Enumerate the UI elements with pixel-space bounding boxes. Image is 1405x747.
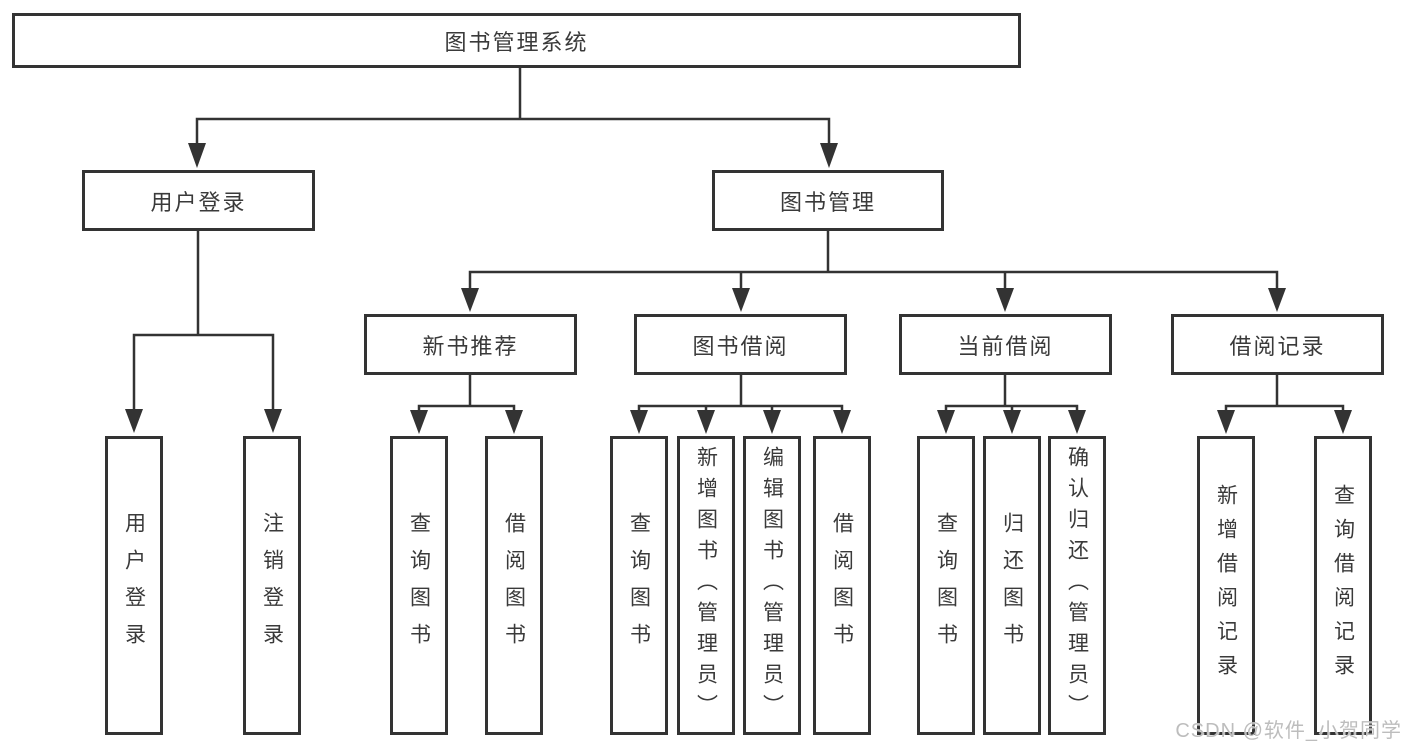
leaf-borrow-books: 借阅图书 xyxy=(813,436,871,735)
node-current-borrow-label: 当前借阅 xyxy=(957,333,1054,359)
node-new-book-recommend-label: 新书推荐 xyxy=(422,333,519,359)
leaf-edit-book-admin-label: 编辑图书（管理员） xyxy=(760,446,784,725)
leaf-confirm-return-admin: 确认归还（管理员） xyxy=(1048,436,1106,735)
leaf-user-login-label: 用户登录 xyxy=(122,511,146,660)
node-library-system-label: 图书管理系统 xyxy=(444,29,589,55)
node-book-borrow-label: 图书借阅 xyxy=(692,333,789,359)
leaf-query-books-current-label: 查询图书 xyxy=(934,511,958,660)
leaf-confirm-return-admin-label: 确认归还（管理员） xyxy=(1065,446,1089,725)
leaf-add-book-admin: 新增图书（管理员） xyxy=(677,436,735,735)
leaf-logout: 注销登录 xyxy=(243,436,301,735)
node-book-management: 图书管理 xyxy=(712,170,944,231)
leaf-query-books-recommend-label: 查询图书 xyxy=(407,511,431,660)
node-book-management-label: 图书管理 xyxy=(779,189,876,215)
leaf-query-books-borrow-label: 查询图书 xyxy=(627,511,651,660)
node-library-system: 图书管理系统 xyxy=(12,13,1021,68)
node-borrow-records: 借阅记录 xyxy=(1171,314,1384,375)
leaf-borrow-books-recommend-label: 借阅图书 xyxy=(502,511,526,660)
leaf-query-books-recommend: 查询图书 xyxy=(390,436,448,735)
node-borrow-records-label: 借阅记录 xyxy=(1229,333,1326,359)
leaf-borrow-books-label: 借阅图书 xyxy=(830,511,854,660)
leaf-query-books-borrow: 查询图书 xyxy=(610,436,668,735)
leaf-add-book-admin-label: 新增图书（管理员） xyxy=(694,446,718,725)
leaf-add-borrow-record: 新增借阅记录 xyxy=(1197,436,1255,735)
node-user-login-label: 用户登录 xyxy=(150,189,247,215)
leaf-edit-book-admin: 编辑图书（管理员） xyxy=(743,436,801,735)
node-new-book-recommend: 新书推荐 xyxy=(364,314,577,375)
leaf-query-borrow-record: 查询借阅记录 xyxy=(1314,436,1372,735)
leaf-logout-label: 注销登录 xyxy=(260,511,284,660)
node-current-borrow: 当前借阅 xyxy=(899,314,1112,375)
leaf-add-borrow-record-label: 新增借阅记录 xyxy=(1214,483,1238,688)
node-user-login: 用户登录 xyxy=(82,170,315,231)
leaf-return-book-label: 归还图书 xyxy=(1000,511,1024,660)
leaf-borrow-books-recommend: 借阅图书 xyxy=(485,436,543,735)
leaf-query-borrow-record-label: 查询借阅记录 xyxy=(1331,483,1355,688)
leaf-query-books-current: 查询图书 xyxy=(917,436,975,735)
node-book-borrow: 图书借阅 xyxy=(634,314,847,375)
leaf-return-book: 归还图书 xyxy=(983,436,1041,735)
leaf-user-login: 用户登录 xyxy=(105,436,163,735)
watermark: CSDN @软件_小贺同学 xyxy=(1175,720,1402,742)
